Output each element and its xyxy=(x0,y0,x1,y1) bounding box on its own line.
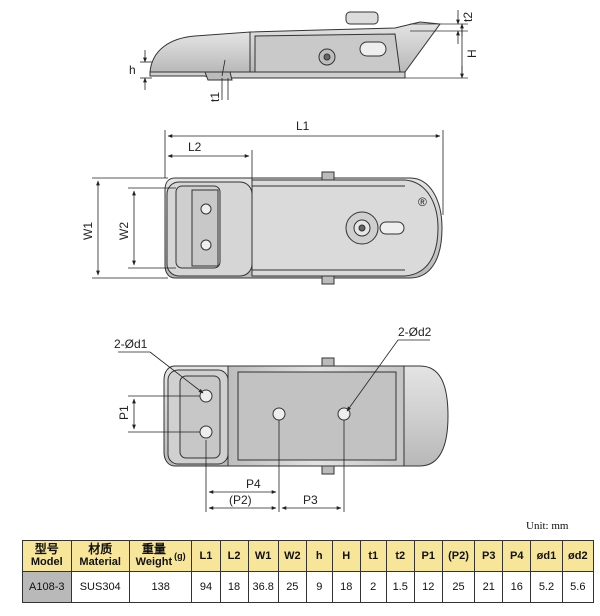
cell-L2: 18 xyxy=(219,571,249,603)
header-P3: P3 xyxy=(474,540,504,572)
cell-H: 18 xyxy=(331,571,361,603)
header-L1: L1 xyxy=(191,540,221,572)
dim-label-t1: t1 xyxy=(208,92,222,102)
cell-h: 9 xyxy=(305,571,333,603)
side-view-dimensions xyxy=(140,10,464,100)
cell-P2: 25 xyxy=(441,571,476,603)
cell-weight: 138 xyxy=(128,571,193,603)
unit-label: Unit: mm xyxy=(526,520,569,532)
header-H: H xyxy=(331,540,361,572)
dim-label-t2: t2 xyxy=(461,12,475,22)
top-view xyxy=(164,171,443,285)
dim-label-W1: W1 xyxy=(81,222,95,240)
header-P4: P4 xyxy=(502,540,532,572)
bottom-view-dimensions xyxy=(118,339,430,512)
cell-t1: 2 xyxy=(359,571,387,603)
cell-material: SUS304 xyxy=(70,571,130,603)
header-d2: ød2 xyxy=(561,540,595,572)
cell-t2: 1.5 xyxy=(385,571,415,603)
dim-label-P3: P3 xyxy=(303,493,318,507)
cell-d1: 5.2 xyxy=(530,571,563,603)
header-t2: t2 xyxy=(385,540,415,572)
cell-W2: 25 xyxy=(277,571,307,603)
cell-d2: 5.6 xyxy=(561,571,595,603)
cell-model: A108-3 xyxy=(22,571,72,603)
header-d1: ød1 xyxy=(530,540,563,572)
dim-label-P2: (P2) xyxy=(229,493,252,507)
header-t1: t1 xyxy=(359,540,387,572)
dim-label-W2: W2 xyxy=(117,222,131,240)
side-view xyxy=(149,11,468,81)
dim-label-H: H xyxy=(465,49,479,58)
header-P2: (P2) xyxy=(441,540,476,572)
dim-label-P4: P4 xyxy=(246,477,261,491)
spec-data-row: A108-3 SUS304 138 94 18 36.8 25 9 18 2 1… xyxy=(22,571,595,603)
header-h: h xyxy=(305,540,333,572)
header-L2: L2 xyxy=(219,540,249,572)
header-P1: P1 xyxy=(413,540,443,572)
dim-label-hole1: 2-Ød1 xyxy=(114,337,148,351)
header-W1: W1 xyxy=(247,540,279,572)
cell-P1: 12 xyxy=(413,571,443,603)
dim-label-P1: P1 xyxy=(117,405,131,420)
technical-drawing: h t1 t2 H ® L1 xyxy=(81,10,479,512)
dim-label-hole2: 2-Ød2 xyxy=(398,325,432,339)
header-W2: W2 xyxy=(277,540,307,572)
cell-P3: 21 xyxy=(474,571,504,603)
cell-W1: 36.8 xyxy=(247,571,279,603)
dim-label-L1: L1 xyxy=(296,119,310,133)
cell-L1: 94 xyxy=(191,571,221,603)
dim-label-h: h xyxy=(129,63,136,77)
top-view-dimensions xyxy=(92,130,444,279)
registered-mark: ® xyxy=(418,195,427,209)
cell-P4: 16 xyxy=(502,571,532,603)
bottom-view xyxy=(163,357,449,475)
dim-label-L2: L2 xyxy=(188,140,202,154)
